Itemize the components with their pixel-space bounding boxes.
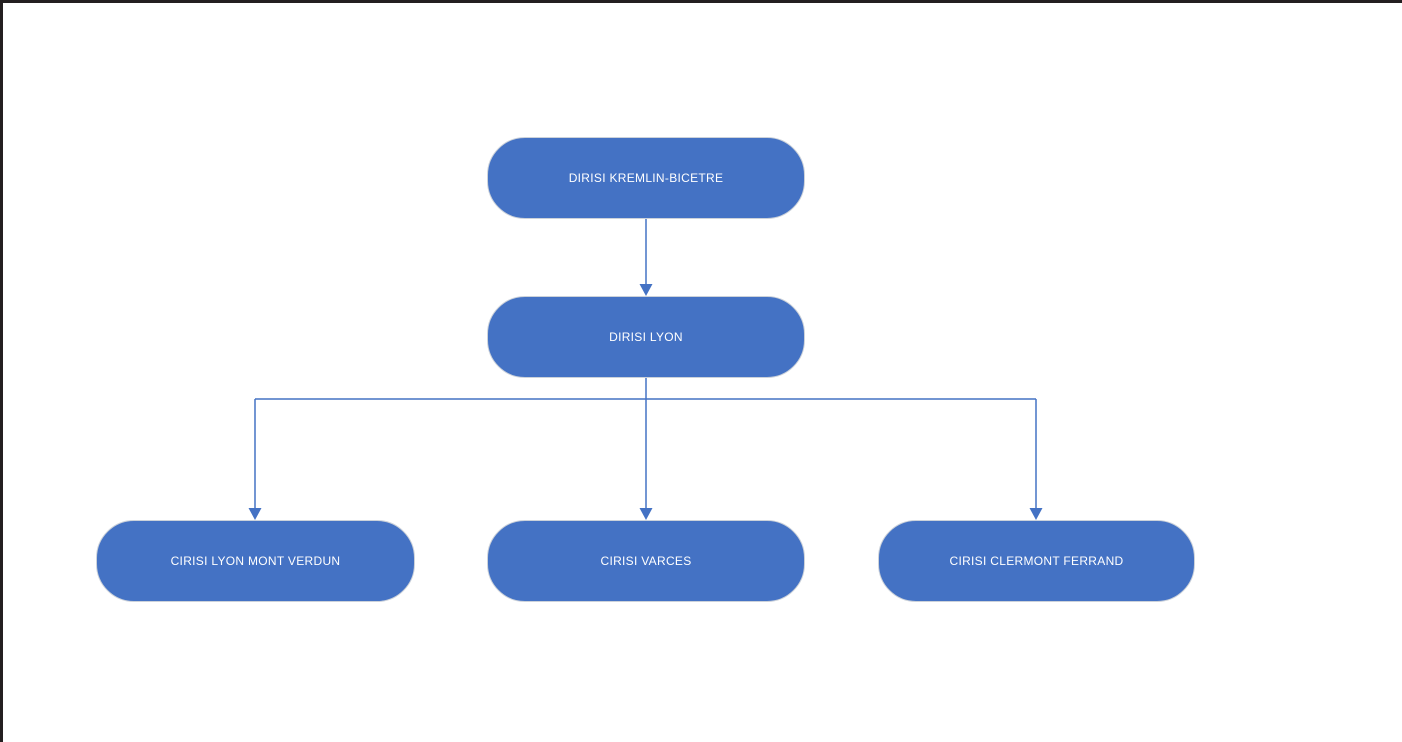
node-label: DIRISI KREMLIN-BICETRE (568, 171, 724, 185)
connector-lyon-trunk[interactable] (255, 378, 1036, 400)
node-dirisi-kremlin-bicetre[interactable]: DIRISI KREMLIN-BICETRE (487, 137, 805, 219)
node-label: DIRISI LYON (609, 330, 683, 344)
node-cirisi-lyon-mont-verdun[interactable]: CIRISI LYON MONT VERDUN (96, 520, 415, 602)
node-label: CIRISI LYON MONT VERDUN (170, 554, 341, 568)
connector-lyon-to-varces[interactable] (639, 399, 653, 520)
node-cirisi-varces[interactable]: CIRISI VARCES (487, 520, 805, 602)
connector-lyon-to-mont-verdun[interactable] (248, 399, 262, 520)
node-cirisi-clermont-ferrand[interactable]: CIRISI CLERMONT FERRAND (878, 520, 1195, 602)
connector-lyon-to-clermont-ferrand[interactable] (1029, 399, 1043, 520)
node-dirisi-lyon[interactable]: DIRISI LYON (487, 296, 805, 378)
connector-kremlin-to-lyon[interactable] (639, 219, 653, 296)
connector-layer (248, 219, 1043, 520)
node-label: CIRISI VARCES (600, 554, 692, 568)
node-label: CIRISI CLERMONT FERRAND (949, 554, 1124, 568)
